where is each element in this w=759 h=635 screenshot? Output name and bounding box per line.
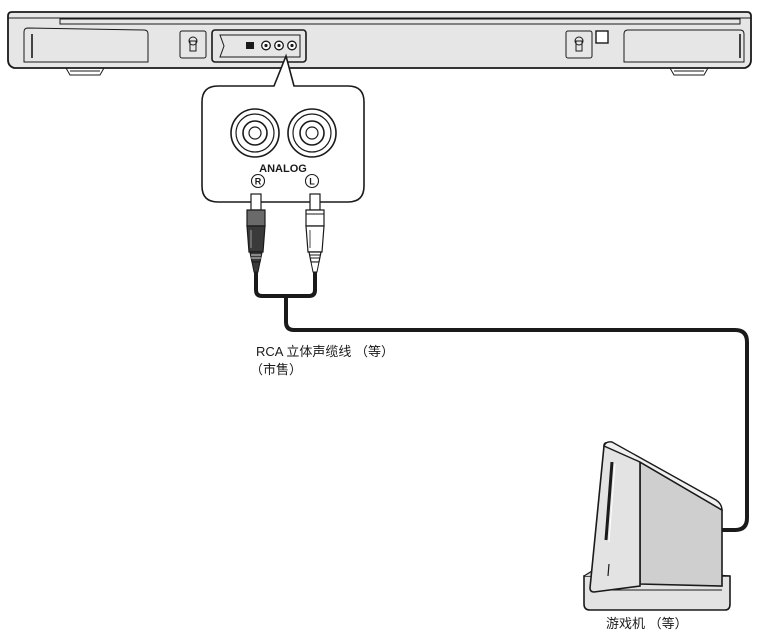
rca-cable — [254, 270, 749, 532]
game-console-label: 游戏机 （等） — [606, 616, 688, 631]
soundbar-foot-icon — [65, 67, 105, 76]
soundbar — [7, 11, 752, 76]
rca-jack-icon — [230, 108, 280, 158]
right-speaker-panel — [623, 29, 745, 63]
svg-text:L: L — [309, 177, 315, 187]
soundbar-foot-icon — [669, 67, 709, 76]
cable-label-line1: RCA 立体声缆线 （等） — [256, 344, 394, 359]
keyhole-mount-icon — [179, 30, 207, 59]
game-console-icon — [583, 441, 731, 611]
jack-callout: ANALOG R L — [201, 53, 365, 203]
svg-text:R: R — [255, 177, 262, 187]
cable-label-line2: （市售） — [250, 362, 302, 377]
right-channel-marker: R — [250, 173, 266, 189]
keyhole-mount-icon — [565, 30, 593, 59]
left-speaker-panel — [23, 27, 149, 63]
square-port — [595, 30, 609, 44]
top-slot — [59, 18, 741, 25]
rca-jack-icon — [287, 108, 337, 158]
rca-plug-icon — [305, 193, 325, 273]
left-channel-marker: L — [304, 173, 320, 189]
analog-label: ANALOG — [259, 163, 307, 175]
rca-plug-icon — [246, 193, 266, 273]
rear-connector-panel — [211, 29, 307, 63]
